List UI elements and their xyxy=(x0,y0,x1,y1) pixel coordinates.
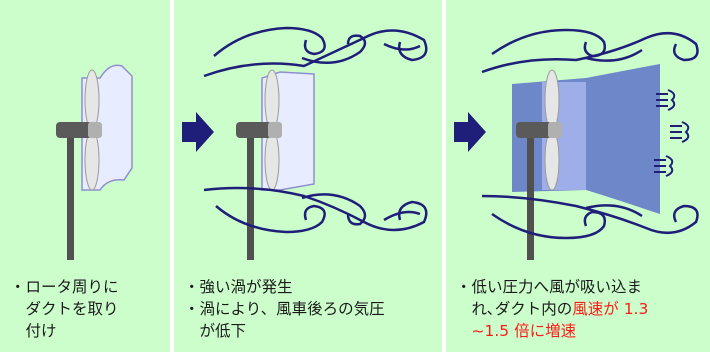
caption-line: ・低い圧力へ風が吸い込ま xyxy=(456,276,704,298)
outflow-swirl-icons xyxy=(654,89,690,177)
upper-vortex-group xyxy=(203,26,428,78)
blade-upper xyxy=(264,69,280,131)
blade-upper xyxy=(544,69,560,131)
caption-text: れ､ダクト内の xyxy=(456,300,573,318)
lower-vortex-group xyxy=(203,186,428,234)
blade-lower xyxy=(84,129,100,191)
lower-vortex-group xyxy=(481,194,699,240)
highlight-text: 風速が 1.3 xyxy=(572,300,649,318)
caption-text xyxy=(456,322,472,340)
tower xyxy=(527,132,534,260)
caption-line: れ､ダクト内の風速が 1.3 xyxy=(456,298,704,320)
panel-wind-acceleration: ・低い圧力へ風が吸い込ま れ､ダクト内の風速が 1.3 ~1.5 倍に増速 xyxy=(446,0,710,352)
tower xyxy=(247,132,254,260)
wind-arrow-icon xyxy=(182,112,214,152)
hub xyxy=(268,122,282,138)
blade-lower xyxy=(264,129,280,191)
highlight-text: ~1.5 倍に増速 xyxy=(471,322,577,340)
caption-line: ・ロータ周りに xyxy=(10,278,119,296)
vortex-illustration xyxy=(182,26,428,260)
nacelle xyxy=(56,122,92,138)
caption-line: ・渦により、風車後ろの気圧 xyxy=(184,300,385,318)
nacelle xyxy=(236,122,272,138)
caption-line: が低下 xyxy=(184,322,247,340)
tower xyxy=(67,132,74,260)
blade-lower xyxy=(544,129,560,191)
caption-line: 付け xyxy=(10,322,57,340)
panel-duct-attached: ・ロータ周りに ダクトを取り 付け xyxy=(0,0,170,352)
caption-line: ダクトを取り xyxy=(10,300,119,318)
duct-turbine-illustration xyxy=(56,64,133,260)
hub xyxy=(88,122,102,138)
caption-line: ~1.5 倍に増速 xyxy=(456,320,704,342)
caption-panel-3: ・低い圧力へ風が吸い込ま れ､ダクト内の風速が 1.3 ~1.5 倍に増速 xyxy=(456,276,704,342)
caption-text: ・低い圧力へ風が吸い込ま xyxy=(456,278,643,296)
caption-panel-1: ・ロータ周りに ダクトを取り 付け xyxy=(10,276,164,342)
blade-upper xyxy=(84,69,100,131)
wind-arrow-icon xyxy=(454,112,486,152)
hub xyxy=(548,122,562,138)
upper-vortex-group xyxy=(481,28,699,74)
caption-panel-2: ・強い渦が発生 ・渦により、風車後ろの気圧 が低下 xyxy=(184,276,436,342)
acceleration-illustration xyxy=(454,28,699,260)
caption-line: ・強い渦が発生 xyxy=(184,278,293,296)
panel-vortex-generation: ・強い渦が発生 ・渦により、風車後ろの気圧 が低下 xyxy=(174,0,442,352)
nacelle xyxy=(516,122,552,138)
